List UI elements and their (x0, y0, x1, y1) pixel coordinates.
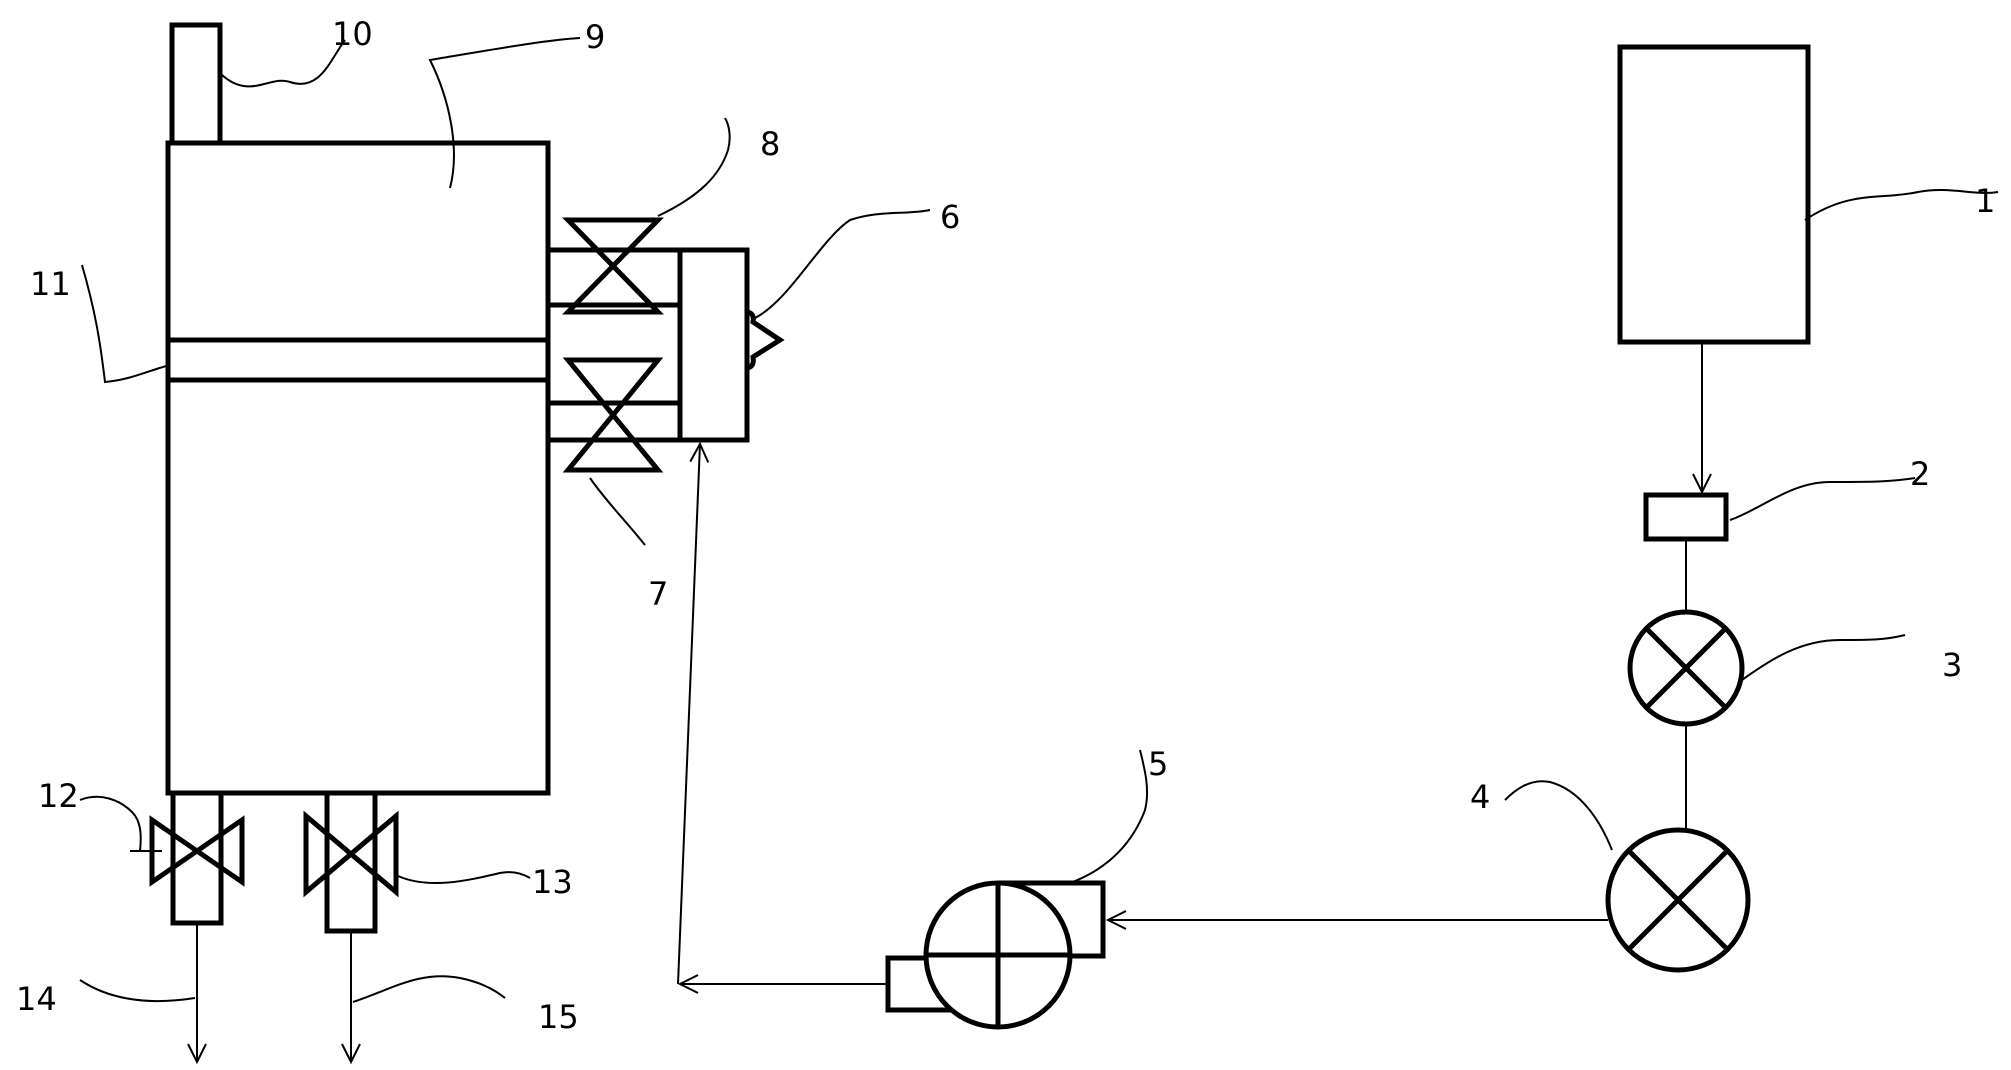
bottom-valve-12 (149, 815, 245, 887)
upper-valve (562, 217, 664, 315)
leader-10 (221, 39, 346, 88)
supply-tank (1617, 44, 1811, 345)
pump (885, 880, 1106, 1030)
leader-6 (754, 209, 931, 319)
side-piping (548, 247, 680, 443)
distributor-unit (677, 247, 750, 443)
label-9: 9 (585, 18, 605, 56)
flow-meter-4 (1605, 827, 1751, 973)
label-12: 12 (38, 777, 79, 815)
leader-7 (589, 477, 646, 546)
leader-13 (397, 871, 531, 885)
leader-8 (657, 117, 731, 217)
filter (1643, 492, 1729, 542)
label-15: 15 (538, 998, 579, 1036)
nozzle (744, 309, 785, 371)
label-4: 4 (1470, 778, 1490, 816)
label-8: 8 (760, 125, 780, 163)
leader-3 (1741, 634, 1906, 681)
flow-meter-3 (1627, 609, 1745, 727)
main-vessel (165, 140, 551, 796)
label-2: 2 (1910, 455, 1930, 493)
leader-lines (79, 37, 1999, 1003)
lower-valve (562, 357, 664, 473)
label-13: 13 (532, 863, 573, 901)
label-14: 14 (16, 980, 57, 1018)
leader-15 (352, 975, 506, 1003)
leader-1 (1804, 189, 1999, 221)
label-3: 3 (1942, 646, 1962, 684)
leader-11 (81, 264, 171, 384)
riser-line (677, 444, 700, 985)
label-7: 7 (648, 575, 668, 613)
label-11: 11 (30, 265, 71, 303)
leader-14 (79, 979, 196, 1002)
leader-2 (1729, 477, 1916, 521)
label-5: 5 (1148, 745, 1168, 783)
leader-9 (428, 37, 581, 189)
vent-pipe (169, 22, 223, 146)
bottom-valve-13 (303, 810, 399, 898)
label-10: 10 (332, 15, 373, 53)
leader-5 (1069, 749, 1149, 884)
leader-12 (79, 795, 142, 852)
label-6: 6 (940, 198, 960, 236)
label-1: 1 (1975, 182, 1995, 220)
leader-4 (1504, 780, 1613, 851)
